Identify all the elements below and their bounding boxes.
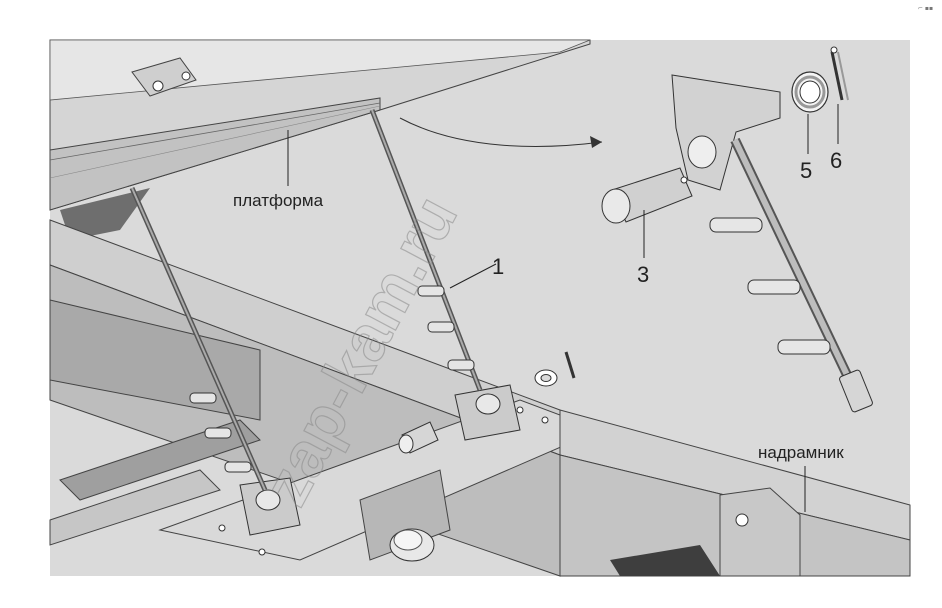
rod-right-clamps [417,285,475,371]
subframe-body [49,219,911,577]
washer-part [791,71,829,113]
hinge-bracket-left [239,477,301,536]
leader-lines [287,104,839,512]
rod-right [369,109,483,391]
cotter-pin-part [830,46,849,101]
pin-part [601,167,693,224]
exploded-parts [399,46,873,413]
label-cotter-6: 6 [830,148,842,173]
platform-body [49,39,591,240]
leader-rod [449,263,497,289]
label-subframe: надрамник [758,443,844,462]
corner-mark: ⌐ ▪▪ [918,5,933,12]
label-pin-3: 3 [637,262,649,287]
label-washer-5: 5 [800,158,812,183]
rod-exploded [671,74,873,413]
assembly-render [49,39,911,577]
rod-exploded-clamps [709,217,831,355]
rod-left-clamps [189,392,252,473]
explode-arrow [399,117,603,147]
small-washer-and-cotter [534,351,576,387]
rod-left [129,186,268,492]
loose-pin [398,421,439,454]
label-rod-1: 1 [492,254,504,279]
label-platform: платформа [233,191,324,210]
hinge-bracket-right [454,384,521,441]
